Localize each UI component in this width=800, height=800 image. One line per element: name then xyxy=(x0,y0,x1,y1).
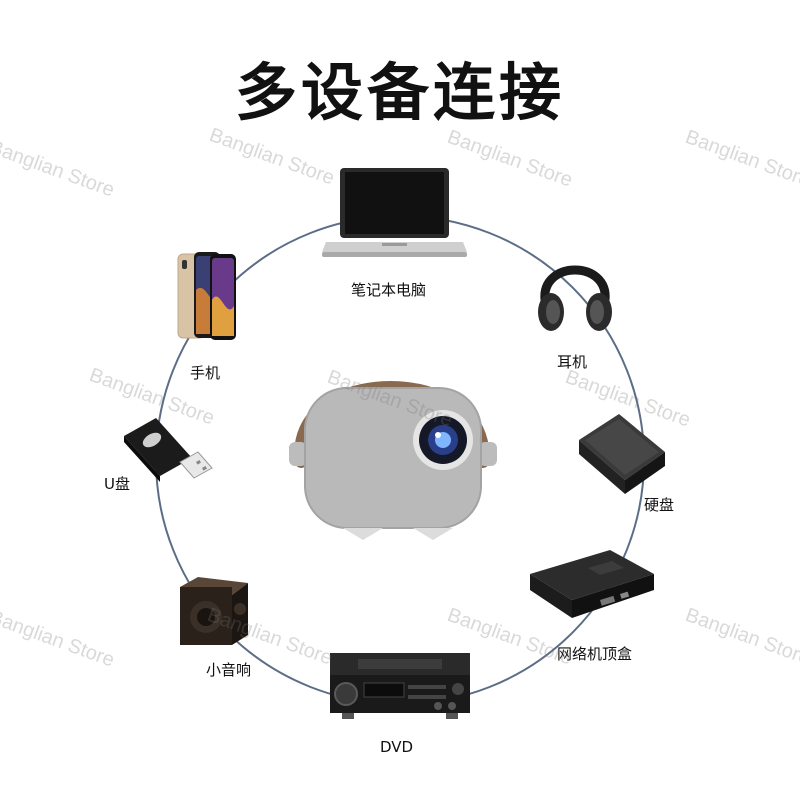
dvd-label: DVD xyxy=(380,738,414,756)
watermark: Banglian Store xyxy=(682,604,800,670)
headphones-label: 耳机 xyxy=(557,353,588,371)
laptop-image xyxy=(322,166,467,262)
speaker-image xyxy=(176,573,252,649)
speaker-label: 小音响 xyxy=(206,661,252,679)
phone-label: 手机 xyxy=(190,364,221,382)
harddisk-label: 硬盘 xyxy=(644,496,675,514)
dvd-player-image xyxy=(328,651,472,721)
usb-drive-label: U盘 xyxy=(104,475,130,493)
page-title: 多设备连接 xyxy=(234,56,565,129)
settop-box-label: 网络机顶盒 xyxy=(557,645,633,663)
watermark: Banglian Store xyxy=(0,136,118,202)
harddisk-image xyxy=(573,410,669,496)
watermark: Banglian Store xyxy=(206,124,338,190)
laptop-label: 笔记本电脑 xyxy=(351,281,427,299)
watermark: Banglian Store xyxy=(0,606,118,672)
phone-image xyxy=(176,250,238,342)
headphones-image xyxy=(535,242,615,334)
watermark: Banglian Store xyxy=(682,126,800,192)
projector-image xyxy=(283,342,503,542)
usb-drive-image xyxy=(118,412,214,488)
settop-box-image xyxy=(528,546,656,622)
